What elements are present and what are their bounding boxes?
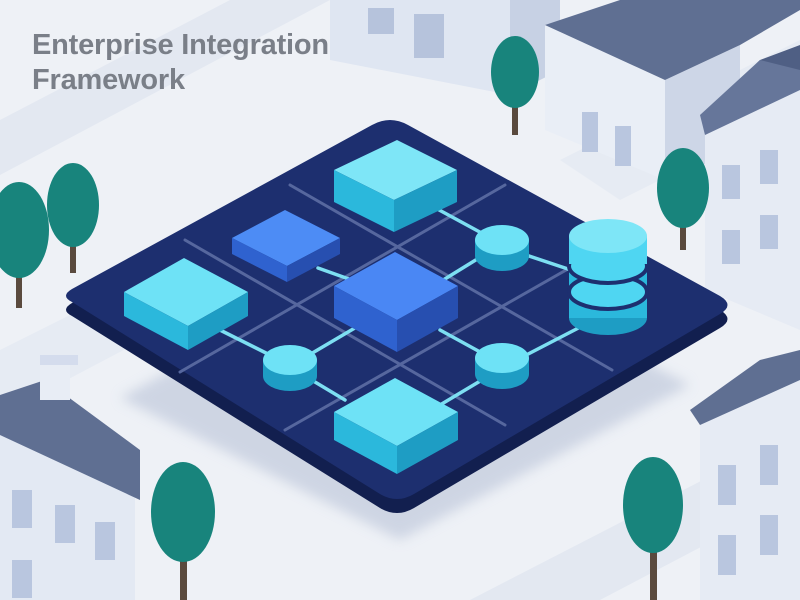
tree-icon [47, 163, 99, 273]
tree-icon [0, 182, 49, 308]
tree-icon [151, 462, 215, 600]
title-line-1: Enterprise Integration [32, 29, 329, 61]
server-block-icon [334, 378, 458, 474]
page-title: Enterprise Integration Framework [32, 28, 329, 98]
building-icon [690, 350, 800, 600]
server-block-icon [232, 210, 340, 282]
server-block-icon [124, 258, 248, 350]
server-block-icon [334, 252, 458, 352]
tree-icon [623, 457, 683, 600]
connector-node-icon [475, 225, 529, 271]
tree-icon [491, 36, 539, 135]
server-block-icon [334, 140, 457, 232]
title-line-2: Framework [32, 64, 185, 96]
building-icon [700, 45, 800, 330]
connector-node-icon [475, 343, 529, 389]
tree-icon [657, 148, 709, 250]
connector-node-icon [263, 345, 317, 391]
building-icon [0, 355, 140, 600]
database-icon [567, 219, 649, 335]
